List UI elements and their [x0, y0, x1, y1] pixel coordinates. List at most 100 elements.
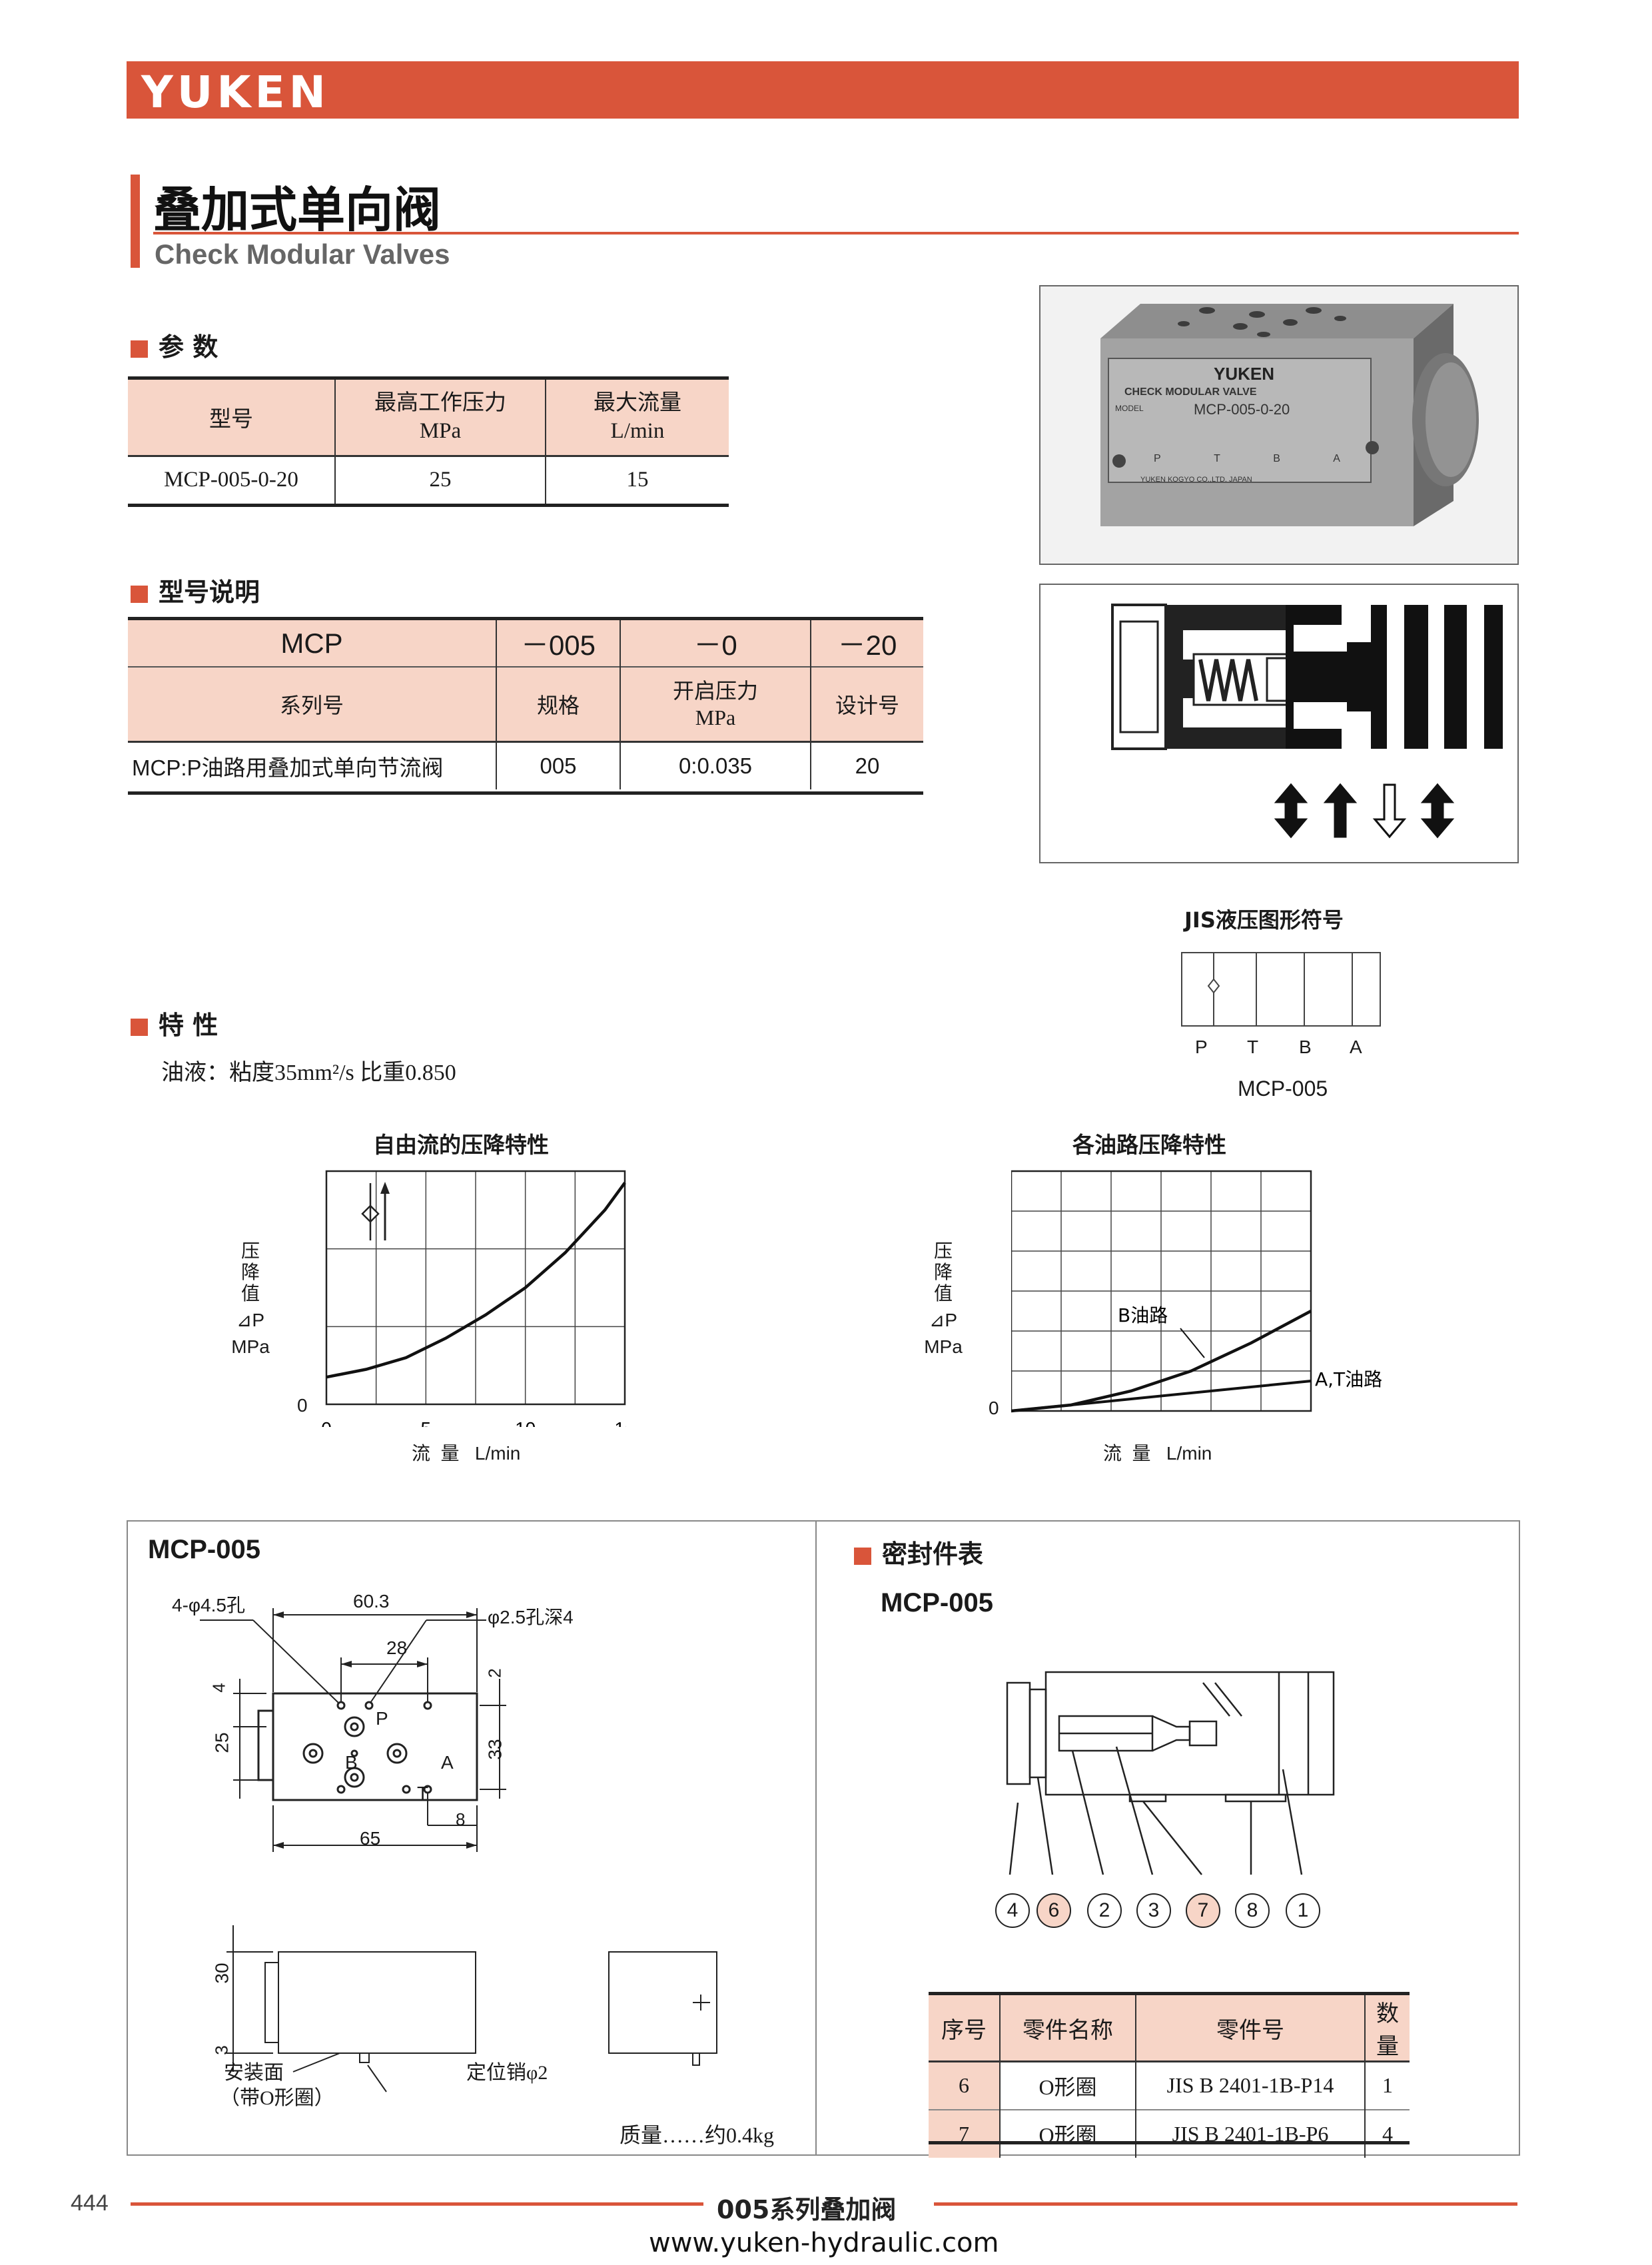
chart2-ylabel-part: 值 [933, 1283, 953, 1304]
model-value: MCP:P油路用叠加式单向节流阀 [128, 741, 497, 789]
valve-photo-illustration [1100, 304, 1479, 526]
photo-port: P [1154, 453, 1161, 464]
seals-header: 序号 [929, 1995, 1001, 2062]
series-label: B油路 [1118, 1304, 1168, 1326]
photo-maker: YUKEN KOGYO CO.,LTD. JAPAN [1140, 476, 1252, 484]
dim-label: 25 [211, 1732, 232, 1753]
plot-frame [1011, 1170, 1312, 1412]
header-bar [127, 61, 1519, 119]
seal-assembly-drawing [1006, 1671, 1335, 1875]
chart1-ylabel-part: 降 [240, 1262, 260, 1282]
params-header-pressure-unit: MPa [419, 419, 462, 444]
params-cell: MCP-005-0-20 [128, 456, 336, 504]
dim-label: 3 [211, 2045, 232, 2055]
chart1-ylabel-part: 压 [240, 1240, 260, 1261]
callout-circle: 1 [1286, 1893, 1320, 1928]
chart1-ylabel-part: 值 [240, 1283, 260, 1304]
callout-circle: 4 [995, 1893, 1030, 1928]
section-marker [854, 1547, 871, 1565]
dim-label: φ2.5孔深4 [488, 1607, 574, 1627]
plot-frame [325, 1170, 626, 1406]
dim-label: 4-φ4.5孔 [172, 1595, 245, 1615]
model-code-heading-text: 型号说明 [159, 578, 260, 607]
model-label: 规格 [496, 667, 621, 741]
photo-ports: P T B A [1154, 453, 1340, 465]
params-header-pressure: 最高工作压力 MPa [334, 380, 546, 456]
x-tick-label: 5 [421, 1418, 432, 1427]
photo-port: T [1214, 453, 1220, 464]
params-heading: 参 数 [131, 326, 218, 363]
pin-label: 定位销φ2 [466, 2062, 548, 2084]
photo-port: B [1273, 453, 1280, 464]
model-bottom-rule [128, 791, 923, 795]
params-heading-text: 参 数 [159, 332, 218, 362]
params-header-pressure-label: 最高工作压力 [374, 391, 506, 416]
callout-circle: 3 [1136, 1893, 1171, 1928]
chart2-ylabel-part: 压 [933, 1240, 953, 1261]
chart2-origin-label: 0 [989, 1398, 999, 1418]
seals-cell: 6 [929, 2061, 1001, 2110]
callout-circle-highlight: 7 [1186, 1893, 1220, 1928]
chart1-ylabel-part: ⊿P [236, 1310, 265, 1330]
seals-cell: O形圈 [999, 2061, 1136, 2110]
jis-title: JIS液压图形符号 [1184, 907, 1344, 933]
product-photo: YUKEN CHECK MODULAR VALVE MODEL MCP-005-… [1039, 285, 1519, 565]
page-title: 叠加式单向阀 [153, 182, 442, 238]
params-top-rule [128, 376, 729, 380]
seals-model: MCP-005 [881, 1588, 993, 1617]
section-marker [131, 340, 148, 358]
footer-url[interactable]: www.yuken-hydraulic.com [649, 2228, 999, 2258]
model-label-pressure: 开启压力 MPa [620, 667, 811, 741]
params-header-flow: 最大流量 L/min [545, 380, 729, 456]
x-tick-label: 15 [1300, 1425, 1321, 1427]
cross-section-drawing [1111, 604, 1503, 839]
mount-face-note: （带O形圈） [220, 2087, 334, 2109]
port-label-b: B [345, 1752, 358, 1773]
model-top-rule [128, 617, 923, 620]
callout-circle-highlight: 6 [1036, 1893, 1071, 1928]
model-value: 20 [810, 741, 923, 789]
series-label: A,T油路 [1315, 1368, 1382, 1390]
model-value: 0:0.035 [620, 741, 811, 789]
x-tick-label: 5 [1106, 1425, 1116, 1427]
chart1-ylabel-part: MPa [231, 1336, 270, 1357]
port-label-a: A [441, 1752, 454, 1773]
seals-cell: 1 [1364, 2061, 1410, 2110]
chart2-plot: 0510150.10.20.30.40.50.6B油路A,T油路 [1011, 1170, 1382, 1427]
x-tick-label: 10 [1200, 1425, 1221, 1427]
seals-top-rule [929, 1992, 1410, 1995]
jis-model: MCP-005 [1238, 1077, 1328, 1101]
footer-series: 005系列叠加阀 [717, 2195, 897, 2224]
seals-header: 零件号 [1135, 1995, 1366, 2062]
chart2-ylabel-part: 降 [933, 1262, 953, 1282]
chart1-origin-label: 0 [297, 1395, 308, 1416]
characteristics-heading-text: 特 性 [159, 1011, 218, 1040]
footer-rule-left [131, 2202, 703, 2206]
params-cell: 25 [334, 456, 546, 504]
dim-label: 8 [456, 1809, 466, 1829]
params-header-flow-label: 最大流量 [594, 391, 681, 416]
flow-arrow-icon [380, 1182, 390, 1194]
footer-page-number: 444 [71, 2190, 109, 2216]
brand-logo: YUKEN [141, 67, 330, 118]
seals-header: 零件名称 [999, 1995, 1136, 2062]
title-accent [131, 175, 140, 268]
callout-circle: 8 [1235, 1893, 1270, 1928]
x-tick-label: 0 [321, 1418, 332, 1427]
callout-circle: 2 [1087, 1893, 1122, 1928]
series-line [1011, 1380, 1312, 1412]
model-code-size: －005 [496, 620, 621, 667]
chart2-ylabel-part: MPa [924, 1336, 963, 1357]
photo-line1: CHECK MODULAR VALVE [1124, 386, 1257, 398]
model-value: 005 [496, 741, 621, 789]
model-code-table: MCP －005 －0 －20 系列号 规格 开启压力 MPa 设计号 MCP:… [128, 620, 923, 789]
dim-label: 28 [386, 1637, 408, 1658]
drawing-title: MCP-005 [148, 1535, 260, 1564]
model-label: 系列号 [128, 667, 497, 741]
mass-label: 质量……约0.4kg [620, 2123, 775, 2147]
dim-label: 4 [208, 1683, 229, 1693]
chart2-xlabel: 流 量 L/min [1103, 1443, 1212, 1464]
params-header-flow-unit: L/min [610, 419, 665, 444]
model-code-heading: 型号说明 [131, 572, 260, 608]
series-line [326, 1182, 626, 1379]
